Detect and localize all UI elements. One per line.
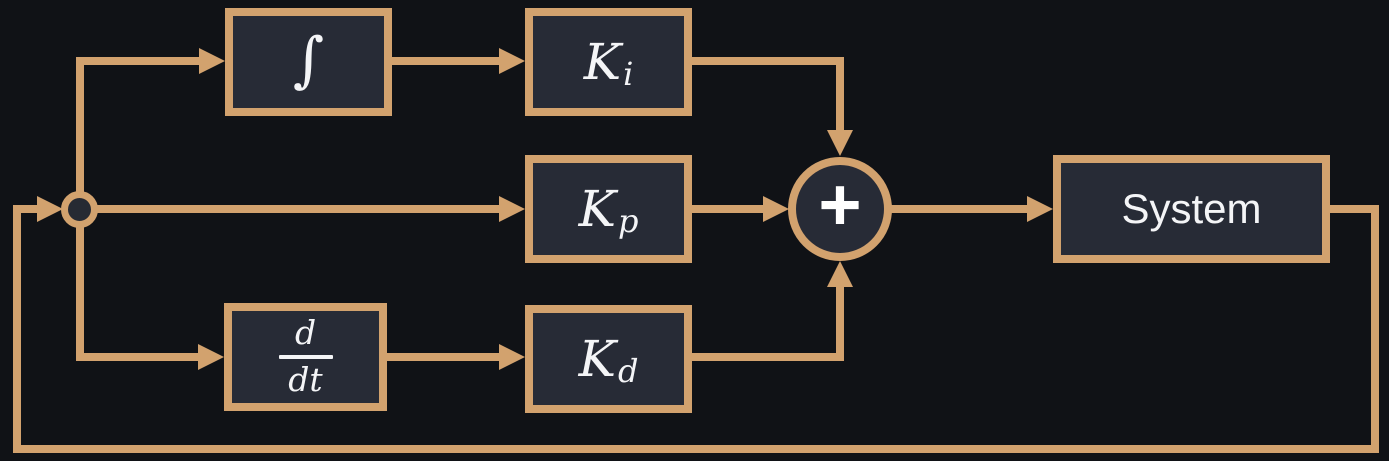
ki-label: K <box>583 33 622 91</box>
ki-subscript: i <box>623 55 634 94</box>
arrowhead-into-ki-icon <box>499 48 525 74</box>
wire-sum-to-system <box>890 205 1027 213</box>
derivative-denominator: dt <box>288 360 323 399</box>
plus-operator: + <box>818 163 862 246</box>
wire-kd-out <box>692 353 844 361</box>
kd-label: K <box>578 330 616 388</box>
wire-pickoff-down <box>76 206 84 361</box>
arrowhead-into-integrator-icon <box>199 48 225 74</box>
summing-junction: + <box>788 157 892 261</box>
wire-integrator-to-ki <box>390 57 500 65</box>
system-label: System <box>1121 185 1262 232</box>
kp-label: K <box>578 180 616 238</box>
arrowhead-into-pickoff-icon <box>37 196 63 222</box>
arrowhead-into-system-icon <box>1027 196 1053 222</box>
wire-pickoff-to-kp <box>97 205 499 213</box>
wire-kd-up-to-sum <box>836 287 844 361</box>
wire-to-integrator <box>76 57 199 65</box>
wire-pickoff-up <box>76 57 84 214</box>
wire-feedback-left <box>13 205 21 453</box>
arrowhead-into-sum-top-icon <box>827 130 853 156</box>
arrowhead-into-kd-icon <box>499 344 525 370</box>
wire-derivative-to-kd <box>385 353 499 361</box>
derivative-numerator: d <box>294 313 317 353</box>
integral-symbol: ∫ <box>292 25 325 95</box>
wire-kp-to-sum <box>692 205 763 213</box>
wire-to-derivative <box>76 353 198 361</box>
kp-subscript: p <box>617 202 639 241</box>
derivative-fraction: d dt <box>278 313 333 399</box>
wire-feedback-into-pickoff <box>13 205 37 213</box>
system-block: System <box>1053 155 1330 263</box>
kd-subscript: d <box>617 352 639 391</box>
fraction-bar <box>278 355 333 359</box>
wire-ki-out <box>692 57 844 65</box>
integrator-block: ∫ <box>225 8 392 116</box>
arrowhead-into-sum-bottom-icon <box>827 261 853 287</box>
arrowhead-into-sum-left-icon <box>763 196 789 222</box>
arrowhead-into-derivative-icon <box>198 344 224 370</box>
derivative-block: d dt <box>224 303 387 411</box>
wire-ki-down-to-sum <box>836 57 844 132</box>
wire-feedback-right <box>1371 205 1379 453</box>
pickoff-node <box>61 191 98 228</box>
arrowhead-into-kp-icon <box>499 196 525 222</box>
wire-feedback-bottom <box>13 445 1379 453</box>
wire-system-out <box>1330 205 1379 213</box>
